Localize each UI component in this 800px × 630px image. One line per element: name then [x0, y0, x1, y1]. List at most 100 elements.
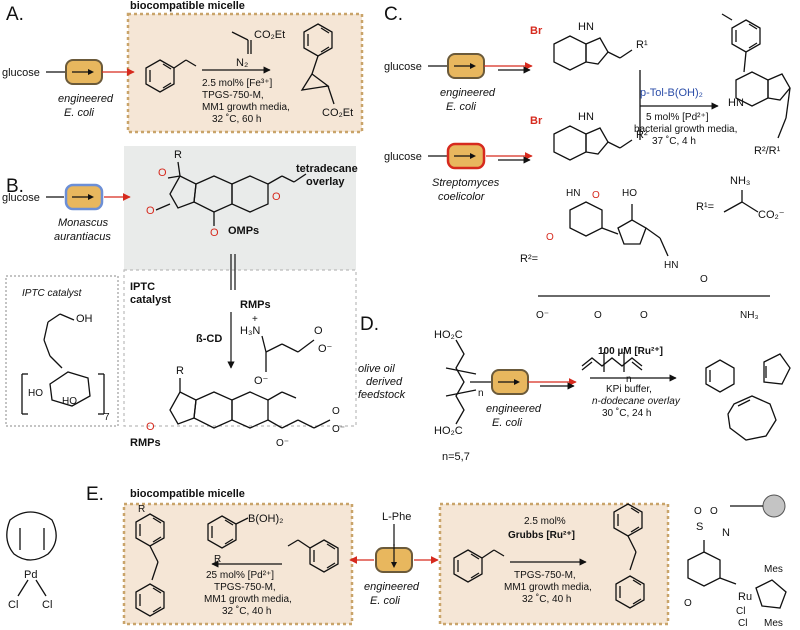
svg-text:Mes: Mes	[764, 564, 783, 575]
panel-b: B. tetradecane overlay glucose Monascus …	[2, 146, 358, 449]
svg-text:O: O	[700, 274, 708, 285]
organism-c2-line1: Streptomyces	[432, 177, 500, 189]
ecoli-cell-a	[65, 59, 103, 85]
svg-text:O: O	[210, 227, 219, 239]
svg-text:7: 7	[104, 412, 110, 423]
monascus-cell	[64, 183, 104, 211]
svg-text:O: O	[694, 506, 702, 517]
r1-definition: R¹=	[696, 201, 714, 213]
organism-e-line2: E. coli	[370, 595, 401, 607]
svg-text:O: O	[546, 232, 554, 243]
organism-e-line1: engineered	[364, 581, 420, 593]
svg-text:+: +	[252, 314, 258, 325]
cycloheptene	[727, 395, 777, 441]
boronic-c: p-Tol-B(OH)₂	[640, 87, 703, 99]
svg-text:Mes: Mes	[764, 618, 783, 629]
svg-text:Cl: Cl	[736, 606, 745, 617]
panel-d-label: D.	[360, 314, 379, 335]
alpha-omega-diene: n	[581, 352, 643, 385]
svg-text:N: N	[722, 527, 730, 539]
cyclodextrin-unit: OH HO HO 7	[21, 313, 110, 423]
feed-line2: derived	[366, 376, 403, 388]
cond-e-left-3: MM1 growth media,	[204, 594, 292, 605]
svg-text:O⁻: O⁻	[254, 375, 269, 387]
svg-text:R²/R¹: R²/R¹	[754, 145, 781, 157]
organism-d-line2: E. coli	[492, 417, 523, 429]
svg-text:O⁻: O⁻	[536, 310, 549, 321]
cond-d-4: 30 ˚C, 24 h	[602, 407, 651, 419]
svg-text:O: O	[594, 310, 602, 321]
panel-d: D. HO₂C HO₂C n olive oil derived feedsto…	[358, 314, 791, 463]
organism-c2-line2: coelicolor	[438, 191, 486, 203]
styrene-e-left	[287, 539, 339, 573]
svg-text:N₂: N₂	[236, 57, 248, 69]
svg-text:O: O	[710, 506, 718, 517]
svg-text:Cl: Cl	[42, 599, 52, 611]
svg-text:HN: HN	[566, 188, 580, 199]
svg-text:R: R	[138, 504, 145, 515]
micelle-box-e-right	[438, 502, 670, 626]
diacid-bottom: HO₂C	[434, 425, 463, 437]
svg-text:HO: HO	[622, 188, 637, 199]
glucose-label-a: glucose	[2, 67, 40, 79]
svg-text:O: O	[272, 191, 281, 203]
svg-text:O: O	[158, 167, 167, 179]
cond-e-right-3: MM1 growth media,	[504, 582, 592, 593]
panel-a-label: A.	[6, 4, 24, 25]
iptc-label-2: catalyst	[130, 294, 171, 306]
organism-b-line1: Monascus	[58, 217, 109, 229]
svg-text:HN: HN	[728, 97, 744, 109]
svg-text:O: O	[332, 406, 340, 417]
panel-e-label: E.	[86, 484, 104, 505]
svg-text:R: R	[176, 365, 184, 377]
svg-text:NH₃: NH₃	[740, 310, 759, 321]
cond-a-4: 32 ˚C, 60 h	[212, 113, 261, 125]
svg-text:Ru: Ru	[738, 591, 752, 603]
svg-text:Pd: Pd	[24, 569, 37, 581]
svg-text:O: O	[592, 190, 600, 201]
svg-text:HN: HN	[578, 21, 594, 33]
panel-a: A. biocompatible micelle glucose enginee…	[2, 0, 364, 134]
cond-c-2: bacterial growth media,	[634, 124, 737, 135]
diacid-chain	[455, 339, 465, 425]
svg-text:O: O	[314, 325, 323, 337]
beta-cd-label: ß-CD	[196, 333, 222, 345]
svg-text:CO₂Et: CO₂Et	[322, 107, 353, 119]
supported-grubbs-catalyst: N S O O O Ru Cl Cl Mes Mes	[684, 494, 787, 629]
n-values: n=5,7	[442, 451, 470, 463]
r2-definition: R²=	[520, 253, 538, 265]
diacid-top: HO₂C	[434, 329, 463, 341]
bromo-indole-2: Br HN R²	[530, 111, 648, 161]
organism-a-line2: E. coli	[64, 107, 95, 119]
streptomyces-cell	[446, 142, 486, 170]
ecoli-cell-e	[375, 544, 413, 573]
cond-a-1: 2.5 mol% [Fe³⁺]	[202, 78, 273, 89]
svg-text:HO: HO	[62, 396, 77, 407]
svg-text:O⁻: O⁻	[332, 424, 345, 435]
cond-e-right-4: 32 ˚C, 40 h	[522, 593, 571, 605]
svg-text:RMPs: RMPs	[130, 437, 161, 449]
svg-text:HN: HN	[578, 111, 594, 123]
cond-a-2: TPGS-750-M,	[202, 90, 264, 101]
svg-text:O: O	[684, 598, 692, 609]
omp-structure: R O O O O OMPs	[146, 149, 307, 239]
glutamate: H₃N + O O⁻ O⁻	[240, 314, 333, 387]
stilbene-left: R	[135, 504, 165, 617]
iptc-label-1: IPTC	[130, 281, 155, 293]
organism-d-line1: engineered	[486, 403, 542, 415]
cond-a-3: MM1 growth media,	[202, 102, 290, 113]
overlay-label-1: tetradecane	[296, 163, 358, 175]
cyclohexene	[705, 359, 735, 393]
svg-text:HO: HO	[28, 388, 43, 399]
arylboronic-acid: B(OH)₂ R	[207, 513, 283, 565]
styrene-e-right	[453, 549, 505, 583]
pd-cod-complex: Pd Cl Cl	[6, 511, 57, 611]
svg-text:O: O	[146, 421, 155, 433]
feed-line3: feedstock	[358, 389, 406, 401]
svg-text:OH: OH	[76, 313, 93, 325]
stilbene-right	[613, 503, 645, 609]
cond-e-right-2: TPGS-750-M,	[514, 570, 576, 581]
cond-e-left-1: 25 mol% [Pd²⁺]	[206, 570, 274, 581]
svg-text:R: R	[214, 554, 221, 565]
